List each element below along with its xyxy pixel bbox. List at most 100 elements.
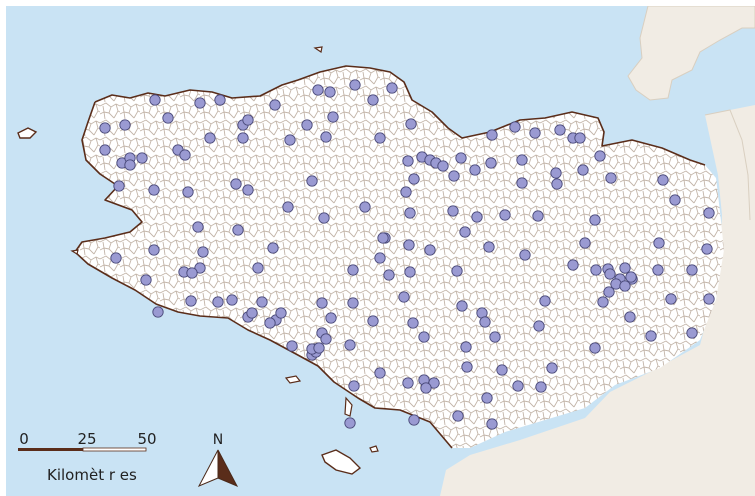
map-point[interactable]: [486, 129, 498, 141]
map-point[interactable]: [349, 79, 361, 91]
map-point[interactable]: [574, 132, 586, 144]
map-point[interactable]: [408, 414, 420, 426]
map-point[interactable]: [242, 114, 254, 126]
map-point[interactable]: [669, 194, 681, 206]
map-point[interactable]: [657, 174, 669, 186]
map-point[interactable]: [404, 266, 416, 278]
map-point[interactable]: [347, 264, 359, 276]
map-point[interactable]: [313, 342, 325, 354]
map-point[interactable]: [398, 291, 410, 303]
map-point[interactable]: [499, 209, 511, 221]
map-point[interactable]: [186, 267, 198, 279]
map-point[interactable]: [113, 180, 125, 192]
map-point[interactable]: [605, 172, 617, 184]
map-point[interactable]: [619, 280, 631, 292]
map-point[interactable]: [275, 307, 287, 319]
map-point[interactable]: [284, 134, 296, 146]
map-point[interactable]: [486, 418, 498, 430]
map-point[interactable]: [579, 237, 591, 249]
map-point[interactable]: [546, 362, 558, 374]
map-point[interactable]: [597, 296, 609, 308]
map-point[interactable]: [374, 132, 386, 144]
map-point[interactable]: [179, 149, 191, 161]
map-point[interactable]: [327, 111, 339, 123]
map-point[interactable]: [590, 264, 602, 276]
map-point[interactable]: [237, 132, 249, 144]
map-point[interactable]: [686, 327, 698, 339]
map-point[interactable]: [282, 201, 294, 213]
map-point[interactable]: [383, 269, 395, 281]
map-point[interactable]: [246, 307, 258, 319]
map-point[interactable]: [197, 246, 209, 258]
map-point[interactable]: [448, 170, 460, 182]
map-point[interactable]: [461, 361, 473, 373]
map-point[interactable]: [344, 417, 356, 429]
map-point[interactable]: [483, 241, 495, 253]
map-point[interactable]: [589, 342, 601, 354]
map-point[interactable]: [603, 286, 615, 298]
map-point[interactable]: [489, 331, 501, 343]
map-point[interactable]: [194, 262, 206, 274]
map-point[interactable]: [535, 381, 547, 393]
map-point[interactable]: [496, 364, 508, 376]
map-frame[interactable]: 0 25 50 Kilomèt r es N: [6, 6, 755, 496]
map-point[interactable]: [403, 239, 415, 251]
map-point[interactable]: [162, 112, 174, 124]
map-point[interactable]: [418, 331, 430, 343]
map-point[interactable]: [686, 264, 698, 276]
map-point[interactable]: [348, 380, 360, 392]
map-point[interactable]: [447, 205, 459, 217]
map-point[interactable]: [404, 207, 416, 219]
map-point[interactable]: [653, 237, 665, 249]
map-point[interactable]: [604, 268, 616, 280]
map-point[interactable]: [124, 159, 136, 171]
map-point[interactable]: [459, 226, 471, 238]
map-point[interactable]: [324, 86, 336, 98]
map-point[interactable]: [185, 295, 197, 307]
map-point[interactable]: [204, 132, 216, 144]
map-point[interactable]: [252, 262, 264, 274]
map-point[interactable]: [481, 392, 493, 404]
map-point[interactable]: [347, 297, 359, 309]
map-point[interactable]: [194, 97, 206, 109]
map-point[interactable]: [306, 175, 318, 187]
map-point[interactable]: [512, 380, 524, 392]
map-point[interactable]: [405, 118, 417, 130]
map-point[interactable]: [400, 186, 412, 198]
map-point[interactable]: [367, 94, 379, 106]
map-point[interactable]: [519, 249, 531, 261]
map-point[interactable]: [551, 178, 563, 190]
map-point[interactable]: [320, 333, 332, 345]
map-point[interactable]: [532, 210, 544, 222]
map-point[interactable]: [516, 177, 528, 189]
map-point[interactable]: [318, 212, 330, 224]
map-point[interactable]: [420, 382, 432, 394]
map-point[interactable]: [567, 259, 579, 271]
map-point[interactable]: [460, 341, 472, 353]
map-point[interactable]: [325, 312, 337, 324]
map-point[interactable]: [212, 296, 224, 308]
map-point[interactable]: [471, 211, 483, 223]
map-point[interactable]: [402, 155, 414, 167]
map-point[interactable]: [589, 214, 601, 226]
map-point[interactable]: [407, 317, 419, 329]
map-point[interactable]: [402, 377, 414, 389]
map-point[interactable]: [469, 164, 481, 176]
map-point[interactable]: [226, 294, 238, 306]
map-point[interactable]: [456, 300, 468, 312]
map-point[interactable]: [533, 320, 545, 332]
map-point[interactable]: [624, 311, 636, 323]
map-point[interactable]: [554, 124, 566, 136]
map-point[interactable]: [451, 265, 463, 277]
map-point[interactable]: [269, 99, 281, 111]
map-point[interactable]: [119, 119, 131, 131]
map-canvas[interactable]: 0 25 50 Kilomèt r es N: [6, 6, 755, 496]
map-point[interactable]: [140, 274, 152, 286]
map-point[interactable]: [316, 297, 328, 309]
map-point[interactable]: [377, 232, 389, 244]
map-point[interactable]: [550, 167, 562, 179]
map-point[interactable]: [652, 264, 664, 276]
map-point[interactable]: [424, 244, 436, 256]
map-point[interactable]: [152, 306, 164, 318]
map-point[interactable]: [267, 242, 279, 254]
